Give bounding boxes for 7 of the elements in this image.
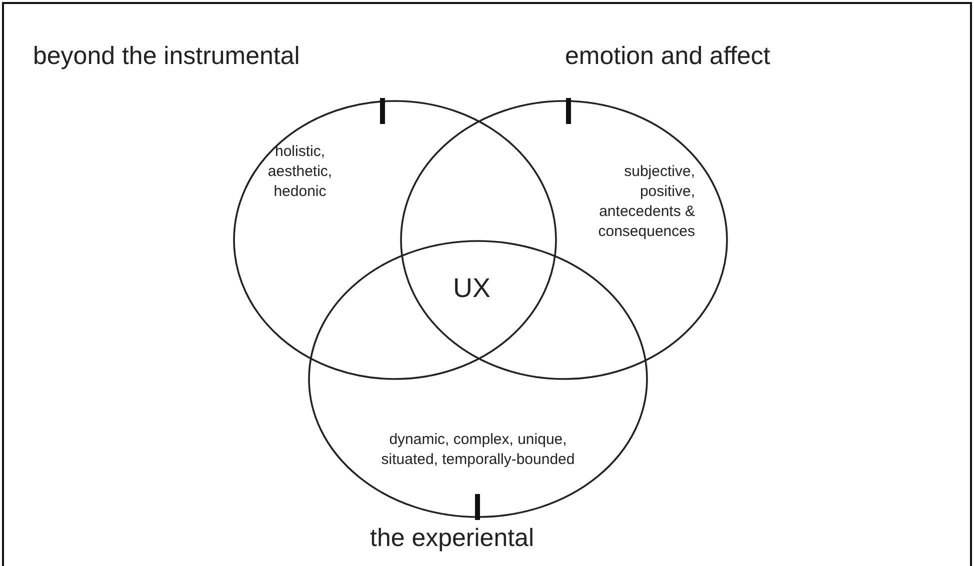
circle-description: subjective, positive, antecedents & consequences xyxy=(597,162,695,242)
circle-heading: beyond the instrumental xyxy=(33,42,300,71)
center-label: UX xyxy=(453,273,491,304)
circle-description: holistic, aesthetic, hedonic xyxy=(266,142,334,202)
circle-heading: emotion and affect xyxy=(565,42,770,71)
circle-description: dynamic, complex, unique, situated, temporally-bounded xyxy=(380,430,576,470)
circle-heading: the experiental xyxy=(370,524,534,553)
